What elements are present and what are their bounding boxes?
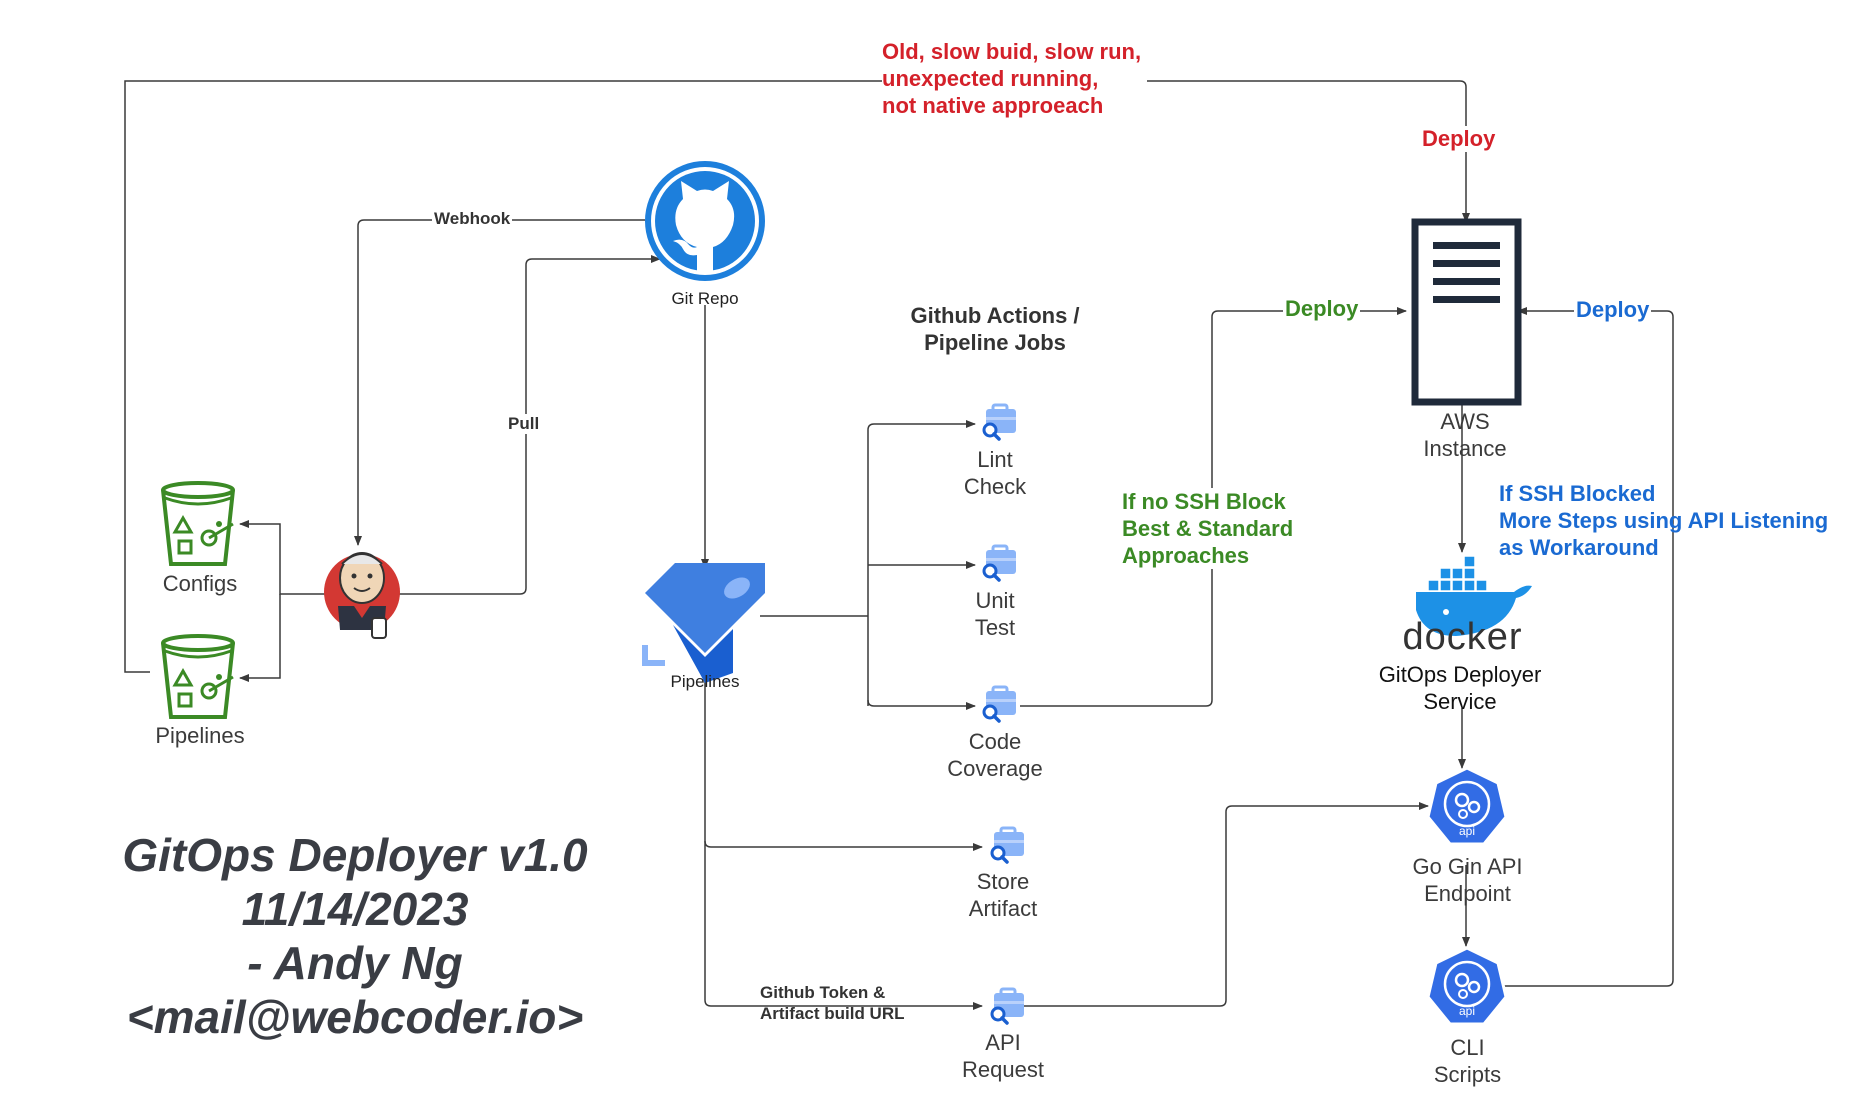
- jobs-title-line1: Github Actions /: [910, 303, 1080, 328]
- edge-jenkins-to-configs: [239, 520, 328, 595]
- blue-note-line2: More Steps using API Listening: [1499, 508, 1829, 533]
- api-request-label-line1: API: [985, 1030, 1021, 1055]
- edge-pipelines-to-jobs: [760, 430, 869, 706]
- title-line4: <mail@webcoder.io>: [126, 991, 584, 1043]
- edge-cli-to-aws: [1504, 307, 1674, 987]
- lint-check-briefcase-search-icon: [982, 403, 1018, 441]
- unit-label-line2: Test: [974, 615, 1016, 640]
- github-icon: [645, 161, 765, 281]
- edge-to-api-request: [704, 841, 983, 1010]
- edge-to-lint: [867, 420, 976, 431]
- jenkins-icon: [324, 552, 400, 639]
- api-request-label: API Request: [938, 1029, 1068, 1083]
- gin-api-badge: api: [1458, 824, 1475, 838]
- cli-label-line1: CLI: [1450, 1035, 1485, 1060]
- docker-service-label-line1: GitOps Deployer: [1378, 662, 1542, 687]
- code-coverage-label: Code Coverage: [930, 728, 1060, 782]
- store-artifact-briefcase-search-icon: [990, 826, 1026, 864]
- edge-api-request-to-gin: [1020, 802, 1429, 1007]
- edge-webhook: [354, 219, 645, 546]
- jobs-title-line2: Pipeline Jobs: [924, 330, 1066, 355]
- cli-api-badge: api: [1458, 1004, 1475, 1018]
- gin-endpoint-label: Go Gin API Endpoint: [1385, 853, 1550, 907]
- code-coverage-briefcase-search-icon: [982, 685, 1018, 723]
- diagram-title: GitOps Deployer v1.0 11/14/2023 - Andy N…: [90, 828, 620, 1044]
- token-label-line2: Artifact build URL: [760, 1004, 905, 1023]
- green-note-line1: If no SSH Block: [1122, 489, 1286, 514]
- blue-note-line1: If SSH Blocked: [1499, 481, 1656, 506]
- store-label-line2: Artifact: [968, 896, 1038, 921]
- aws-label-line1: AWS: [1440, 409, 1490, 434]
- cli-label-line2: Scripts: [1433, 1062, 1502, 1087]
- title-line1: GitOps Deployer v1.0: [122, 829, 588, 881]
- green-note-line2: Best & Standard: [1122, 516, 1294, 541]
- lint-label-line1: Lint: [977, 447, 1013, 472]
- aws-instance-label: AWS Instance: [1400, 408, 1530, 462]
- deploy-green-edge-label: Deploy: [1283, 296, 1361, 322]
- coverage-label-line2: Coverage: [947, 756, 1043, 781]
- api-request-briefcase-search-icon: [990, 987, 1026, 1025]
- edge-bucket-to-aws-old: [124, 80, 1470, 673]
- docker-icon: [1416, 555, 1532, 636]
- red-note-line1: Old, slow buid, slow run,: [882, 39, 1142, 64]
- jobs-section-title: Github Actions / Pipeline Jobs: [880, 302, 1110, 356]
- pull-edge-label: Pull: [506, 414, 542, 434]
- no-ssh-block-note: If no SSH Block Best & Standard Approach…: [1122, 488, 1294, 569]
- unit-test-briefcase-search-icon: [982, 544, 1018, 582]
- docker-wordmark: docker: [1402, 616, 1523, 658]
- blue-note-line3: as Workaround: [1499, 535, 1659, 560]
- deploy-red-edge-label: Deploy: [1420, 126, 1498, 152]
- token-label-line1: Github Token &: [760, 983, 886, 1002]
- pipelines-bucket-label: Pipelines: [155, 723, 245, 748]
- coverage-label-line1: Code: [968, 729, 1022, 754]
- deploy-blue-edge-label: Deploy: [1574, 297, 1652, 323]
- token-edge-label: Github Token & Artifact build URL: [760, 982, 905, 1024]
- api-request-label-line2: Request: [962, 1057, 1044, 1082]
- azure-pipelines-icon: [642, 563, 765, 683]
- gin-label-line1: Go Gin API: [1412, 854, 1523, 879]
- ssh-blocked-note: If SSH Blocked More Steps using API List…: [1499, 480, 1828, 561]
- lint-check-label: Lint Check: [930, 446, 1060, 500]
- store-artifact-label: Store Artifact: [938, 868, 1068, 922]
- aws-label-line2: Instance: [1423, 436, 1507, 461]
- pipelines-bucket-icon: [161, 634, 235, 719]
- green-note-line3: Approaches: [1122, 543, 1250, 568]
- gin-label-line2: Endpoint: [1424, 881, 1511, 906]
- git-repo-label: Git Repo: [671, 289, 739, 308]
- store-label-line1: Store: [976, 869, 1030, 894]
- cli-scripts-label: CLI Scripts: [1400, 1034, 1535, 1088]
- title-line2: 11/14/2023: [241, 883, 469, 935]
- unit-label-line1: Unit: [975, 588, 1015, 613]
- unit-test-label: Unit Test: [930, 587, 1060, 641]
- pipelines-label: Pipelines: [670, 672, 740, 691]
- edge-to-coverage: [867, 699, 976, 710]
- webhook-edge-label: Webhook: [432, 209, 513, 229]
- red-note-line2: unexpected running,: [882, 66, 1099, 91]
- old-approach-note: Old, slow buid, slow run, unexpected run…: [882, 38, 1148, 119]
- title-line3: - Andy Ng: [247, 937, 463, 989]
- docker-service-label: GitOps Deployer Service: [1360, 661, 1560, 715]
- docker-service-label-line2: Service: [1423, 689, 1497, 714]
- edge-jenkins-to-pipelines-bucket: [239, 594, 281, 682]
- configs-label: Configs: [162, 571, 238, 596]
- configs-bucket-icon: [161, 481, 235, 566]
- red-note-line3: not native approeach: [882, 93, 1104, 118]
- server-icon: [1411, 218, 1522, 406]
- lint-label-line2: Check: [963, 474, 1027, 499]
